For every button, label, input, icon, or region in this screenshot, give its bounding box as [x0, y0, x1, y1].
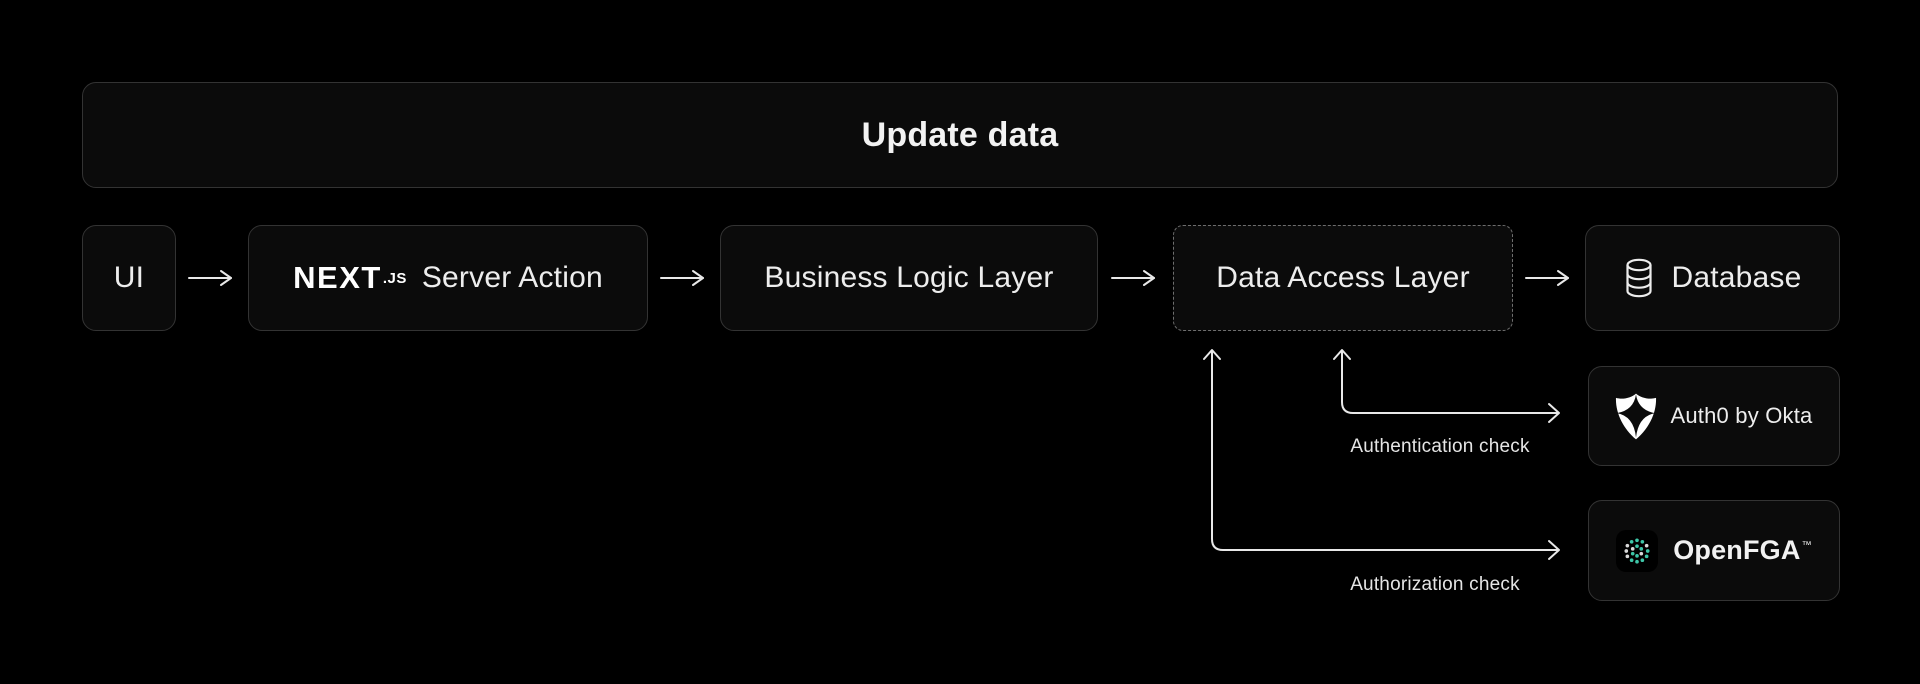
- arrow-right-icon: [1111, 270, 1155, 286]
- node-database-label: Database: [1671, 261, 1802, 294]
- node-ui: UI: [82, 225, 176, 331]
- node-data-access-label: Data Access Layer: [1216, 261, 1470, 294]
- title-box: Update data: [82, 82, 1838, 188]
- page-title: Update data: [861, 115, 1059, 154]
- node-nextjs-server-action: NEXT.JS Server Action: [248, 225, 648, 331]
- auth0-shield-icon: [1616, 393, 1657, 439]
- service-openfga-label: OpenFGA™: [1673, 535, 1812, 565]
- openfga-dots-icon: [1616, 529, 1659, 572]
- node-business-logic-label: Business Logic Layer: [764, 261, 1054, 294]
- authentication-check-label: Authentication check: [1350, 436, 1530, 457]
- node-data-access-layer: Data Access Layer: [1173, 225, 1513, 331]
- nextjs-logo-suffix: .JS: [382, 269, 407, 287]
- service-openfga: OpenFGA™: [1588, 500, 1840, 601]
- node-ui-label: UI: [113, 261, 145, 294]
- arrow-right-icon: [188, 270, 232, 286]
- arrow-right-icon: [660, 270, 704, 286]
- arrow-right-icon: [1525, 270, 1569, 286]
- node-business-logic-layer: Business Logic Layer: [720, 225, 1098, 331]
- node-database: Database: [1585, 225, 1840, 331]
- authorization-check-label: Authorization check: [1350, 574, 1520, 595]
- nextjs-logo: NEXT: [293, 260, 382, 295]
- service-auth0-label: Auth0 by Okta: [1670, 403, 1813, 428]
- trademark-symbol: ™: [1801, 540, 1812, 551]
- database-cylinder-icon: [1626, 258, 1653, 298]
- service-auth0: Auth0 by Okta: [1588, 366, 1840, 466]
- node-server-action-label: Server Action: [421, 261, 603, 294]
